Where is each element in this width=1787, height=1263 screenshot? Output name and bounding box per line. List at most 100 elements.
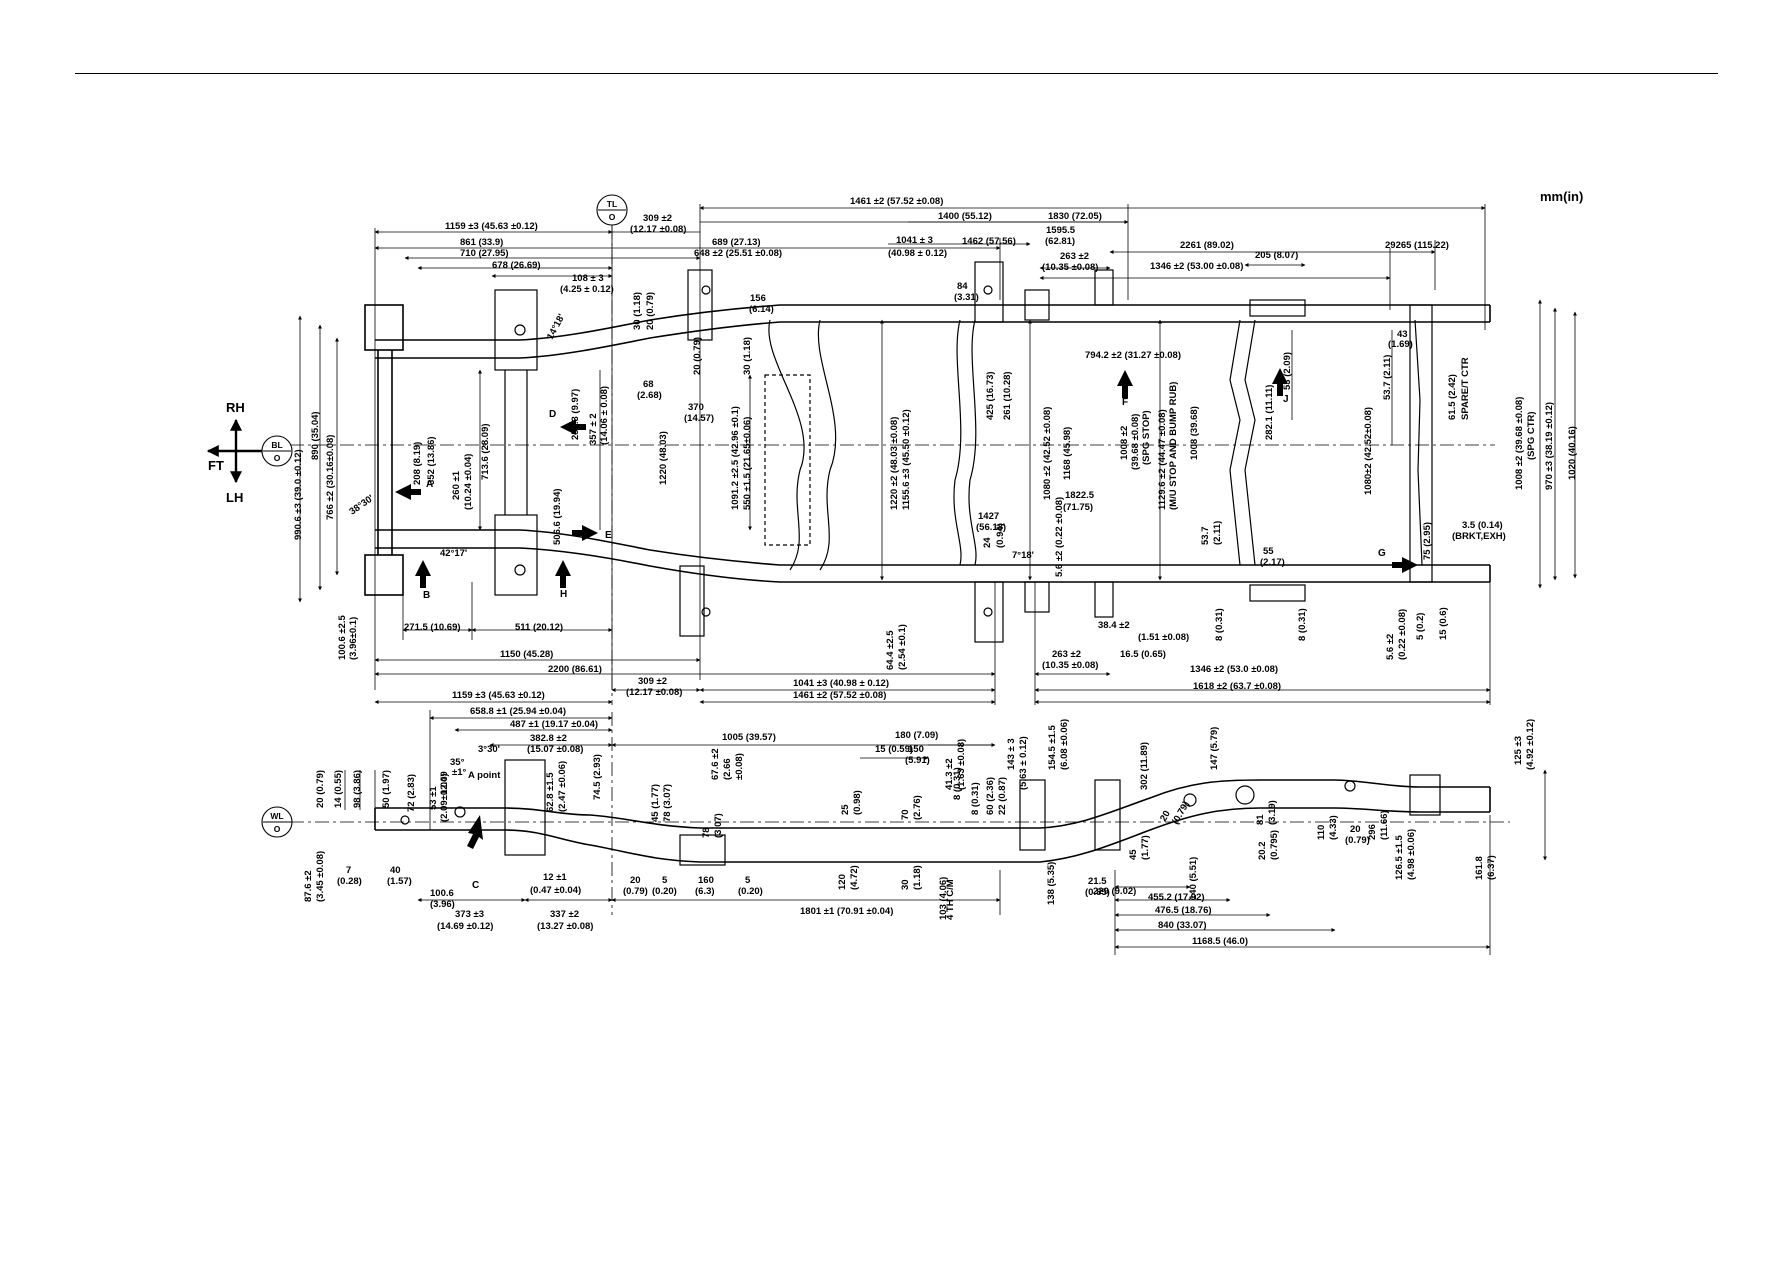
- dimension-label: 14 (0.55): [333, 770, 344, 808]
- dimension-label: (2.76): [912, 795, 923, 820]
- dimension-label: 296: [1367, 824, 1378, 840]
- side-brackets: [400, 759, 1441, 866]
- orientation-ft: FT: [208, 458, 224, 473]
- orientation-rh: RH: [226, 400, 245, 415]
- dimension-label: 710 (27.95): [460, 248, 509, 259]
- dimension-label: 689 (27.13): [712, 237, 761, 248]
- dimension-label: 5: [662, 875, 668, 886]
- dimension-label: 12 ±1: [543, 872, 567, 883]
- dimension-label: 12.09: [439, 771, 450, 795]
- dimension-label: (0.795): [1269, 830, 1280, 860]
- dimension-label: 840 (33.07): [1158, 920, 1207, 931]
- dimension-label: 8 (0.31): [970, 782, 981, 815]
- dimension-label: (2.09±0.04): [439, 773, 450, 822]
- dimension-label: 7°18': [1012, 550, 1034, 561]
- dimension-label: (4.33): [1328, 815, 1339, 840]
- dimension-label: ±1°: [452, 767, 466, 778]
- dimension-label: 1168 (45.98): [1062, 427, 1073, 480]
- dimension-label: (4.92 ±0.12): [1525, 719, 1536, 770]
- dimension-label: C: [472, 880, 479, 891]
- dimension-label: TL: [607, 199, 617, 209]
- dimension-label: (6.14): [749, 304, 774, 315]
- dimension-label: 1129.6 ±2 (44.47 ±0.08): [1157, 409, 1168, 510]
- dimension-label: 5 (0.2): [1415, 613, 1426, 640]
- dimension-label: 53 (2.09): [1282, 352, 1293, 390]
- dimension-label: 42°17': [440, 548, 467, 559]
- dimension-label: (10.24 ±0.04): [463, 454, 474, 510]
- dimension-label: 1822.5: [1065, 490, 1095, 501]
- dimension-label: 70: [900, 809, 911, 820]
- dimension-label: 62.8 ±1.5: [545, 772, 556, 812]
- dimension-label: 156: [750, 293, 766, 304]
- dimension-label: 16.5 (0.65): [1120, 649, 1166, 660]
- dimension-label: (15.07 ±0.08): [527, 744, 583, 755]
- dimension-label: 24: [982, 537, 993, 548]
- dimension-label: 3.5 (0.14): [1462, 520, 1503, 531]
- dimension-label: 1168.5 (46.0): [1192, 936, 1248, 947]
- dimension-label: (0.94): [995, 523, 1006, 548]
- dimension-label: (12.17 ±0.08): [630, 224, 686, 235]
- dimension-label: 108 ± 3: [572, 273, 604, 284]
- dimension-label: 38°30': [347, 493, 376, 518]
- dimension-label: 21.5: [1088, 876, 1107, 887]
- dimension-label: 30 (1.18): [742, 337, 753, 375]
- dimension-label: (1.57): [387, 876, 412, 887]
- dimension-label: 100.6: [430, 888, 454, 899]
- dimension-label: (11.66): [1379, 810, 1390, 840]
- dimension-label: (14.69 ±0.12): [437, 921, 493, 932]
- dimension-label: (5.91): [905, 755, 930, 766]
- dimension-label: (0.20): [738, 886, 763, 897]
- dimension-label: (2.68): [637, 390, 662, 401]
- dimension-label: 309 ±2: [638, 676, 667, 687]
- dimension-label: (2.47 ±0.06): [557, 761, 568, 812]
- dimension-label: J: [1283, 394, 1289, 405]
- dimension-label: 370: [688, 402, 704, 413]
- dimension-label: (1.77): [1140, 835, 1151, 860]
- dimension-label: (56.18): [976, 522, 1006, 533]
- dimension-label: 38.4 ±2: [1098, 620, 1130, 631]
- dimension-label: D: [549, 409, 556, 420]
- dimension-label: 3°30': [478, 744, 500, 755]
- dimension-label: 1595.5: [1046, 225, 1076, 236]
- orientation-labels: RH LH FT: [208, 400, 245, 505]
- dimension-label: 1041 ±3 (40.98 ± 0.12): [793, 678, 889, 689]
- dimension-label: (3.07): [713, 813, 724, 838]
- dimension-label: 261 (10.28): [1002, 371, 1013, 420]
- dimension-label: SPARE/T CTR: [1460, 357, 1471, 420]
- dimension-label: 357 ± 2: [588, 413, 599, 445]
- plan-vertical-dimension-lines: [298, 299, 1577, 603]
- dimension-label: 282.1 (11.11): [1264, 385, 1275, 440]
- dimension-label: 1020 (40.16): [1567, 426, 1578, 480]
- dimension-label: 22 (0.87): [997, 777, 1008, 815]
- dimension-label: 1618 ±2 (63.7 ±0.08): [1193, 681, 1281, 692]
- dimension-label: 678 (26.69): [492, 260, 541, 271]
- datum-markers: [261, 194, 628, 838]
- dimension-label: 110: [1316, 825, 1327, 840]
- side-bottom-dimension-labels: 87.6 ±2 (3.45 ±0.08) 7 (0.28) 40 (1.57) …: [303, 851, 1248, 947]
- dimension-label: O: [609, 212, 616, 222]
- dimension-label: 309 ±2: [643, 213, 672, 224]
- dimension-label: (2.17): [1260, 557, 1285, 568]
- dimension-label: 40: [390, 865, 401, 876]
- dimension-label: 970 ±3 (38.19 ±0.12): [1544, 402, 1555, 490]
- side-top-dimension-labels: 658.8 ±1 (25.94 ±0.04) 487 ±1 (19.17 ±0.…: [315, 706, 1536, 880]
- dimension-label: 140 (5.51): [1188, 857, 1199, 900]
- dimension-label: 15 (0.6): [1438, 607, 1449, 640]
- dimension-label: (12.17 ±0.08): [626, 687, 682, 698]
- dimension-label: (0.22 ±0.08): [1397, 609, 1408, 660]
- dimension-label: 890 (35.04): [310, 411, 321, 460]
- dimension-label: 1461 ±2 (57.52 ±0.08): [850, 196, 943, 207]
- dimension-label: 208 (8.19): [412, 442, 423, 485]
- dimension-label: 25: [840, 804, 851, 815]
- dimension-label: 794.2 ±2 (31.27 ±0.08): [1085, 350, 1181, 361]
- dimension-label: (0.79): [1345, 835, 1370, 846]
- dimension-label: (39.68 ±0.08): [1130, 414, 1141, 470]
- dimension-label: 425 (16.73): [985, 371, 996, 420]
- dimension-label: 4 TH C/M: [945, 879, 956, 920]
- dimension-label: 20: [630, 875, 641, 886]
- dimension-label: 1008 ±2: [1119, 426, 1130, 460]
- dimension-label: (0.85): [1085, 887, 1110, 898]
- dimension-label: 150: [908, 744, 924, 755]
- dimension-label: 5.6 ±2: [1385, 634, 1396, 660]
- dimension-label: (0.79): [623, 886, 648, 897]
